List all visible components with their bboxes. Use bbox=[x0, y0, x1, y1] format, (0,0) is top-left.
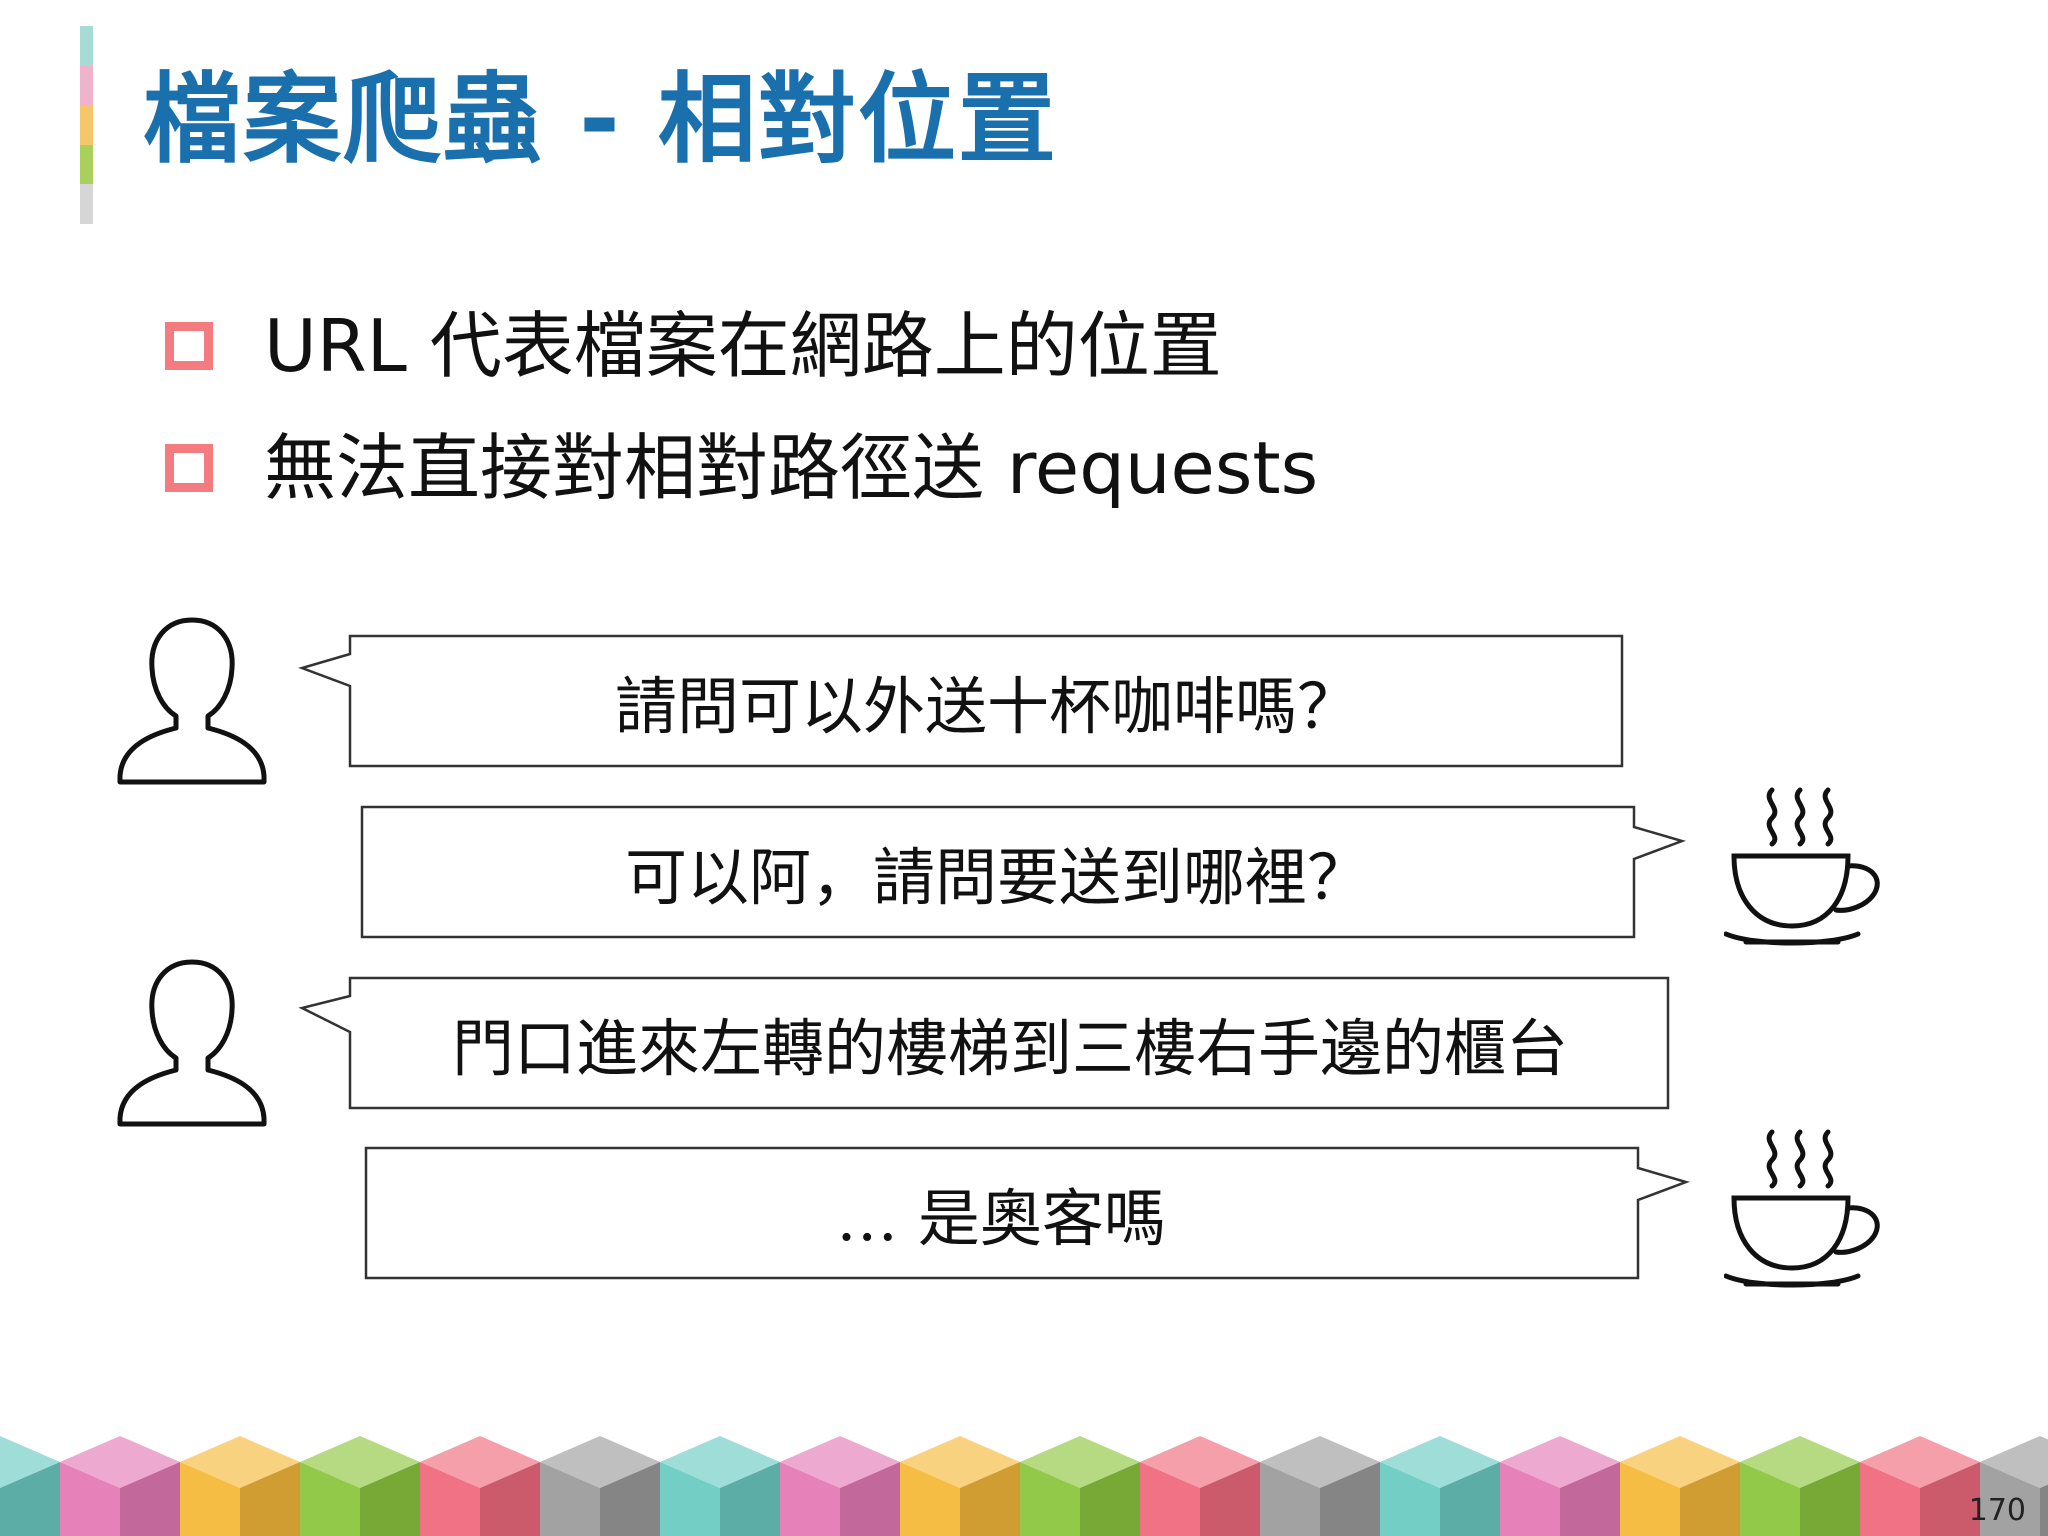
speech-bubble-cafe-2: … 是奧客嗎 bbox=[364, 1146, 1690, 1280]
bullet-text: URL 代表檔案在網路上的位置 bbox=[264, 304, 1222, 388]
cube-decoration bbox=[1140, 1436, 1260, 1536]
accent-bar bbox=[80, 26, 93, 224]
cube-strip-decoration bbox=[0, 1436, 2048, 1536]
cube-decoration bbox=[1980, 1436, 2048, 1536]
bullet-text: 無法直接對相對路徑送 requests bbox=[264, 426, 1319, 510]
cube-decoration bbox=[540, 1436, 660, 1536]
speech-text: 請問可以外送十杯咖啡嗎？ bbox=[614, 670, 1359, 743]
slide-title: 檔案爬蟲 - 相對位置 bbox=[143, 63, 1058, 177]
accent-bar-segment bbox=[80, 26, 93, 66]
bullet-item-relative-path: 無法直接對相對路徑送 requests bbox=[165, 428, 1318, 508]
accent-bar-segment bbox=[80, 65, 93, 106]
coffee-cup-icon bbox=[1724, 787, 1880, 946]
speech-bubble-cafe-1: 可以阿，請問要送到哪裡？ bbox=[360, 805, 1686, 939]
cube-decoration bbox=[180, 1436, 300, 1536]
person-icon bbox=[117, 959, 267, 1127]
cube-decoration bbox=[60, 1436, 180, 1536]
speech-text: … 是奧客嗎 bbox=[836, 1182, 1166, 1255]
speech-bubble-customer-1: 請問可以外送十杯咖啡嗎？ bbox=[298, 634, 1624, 768]
cube-decoration bbox=[420, 1436, 540, 1536]
speech-bubble-customer-2: 門口進來左轉的樓梯到三樓右手邊的櫃台 bbox=[298, 976, 1670, 1110]
cube-decoration bbox=[1740, 1436, 1860, 1536]
bullet-item-url: URL 代表檔案在網路上的位置 bbox=[165, 306, 1222, 386]
cube-decoration bbox=[1860, 1436, 1980, 1536]
page-number: 170 bbox=[1968, 1493, 2026, 1528]
speech-text: 門口進來左轉的樓梯到三樓右手邊的櫃台 bbox=[451, 1012, 1568, 1085]
cube-decoration bbox=[1020, 1436, 1140, 1536]
cube-decoration bbox=[660, 1436, 780, 1536]
cube-decoration bbox=[780, 1436, 900, 1536]
cube-decoration bbox=[900, 1436, 1020, 1536]
bullet-square-icon bbox=[165, 322, 213, 370]
cube-decoration bbox=[1500, 1436, 1620, 1536]
person-icon bbox=[117, 617, 267, 785]
bullet-square-icon bbox=[165, 444, 213, 492]
accent-bar-segment bbox=[80, 105, 93, 145]
cube-decoration bbox=[300, 1436, 420, 1536]
cube-decoration bbox=[0, 1436, 60, 1536]
accent-bar-segment bbox=[80, 144, 93, 185]
speech-text: 可以阿，請問要送到哪裡？ bbox=[624, 841, 1369, 914]
cube-decoration bbox=[1260, 1436, 1380, 1536]
coffee-cup-icon bbox=[1724, 1129, 1880, 1288]
accent-bar-segment bbox=[80, 184, 93, 224]
cube-decoration bbox=[1620, 1436, 1740, 1536]
cube-decoration bbox=[1380, 1436, 1500, 1536]
